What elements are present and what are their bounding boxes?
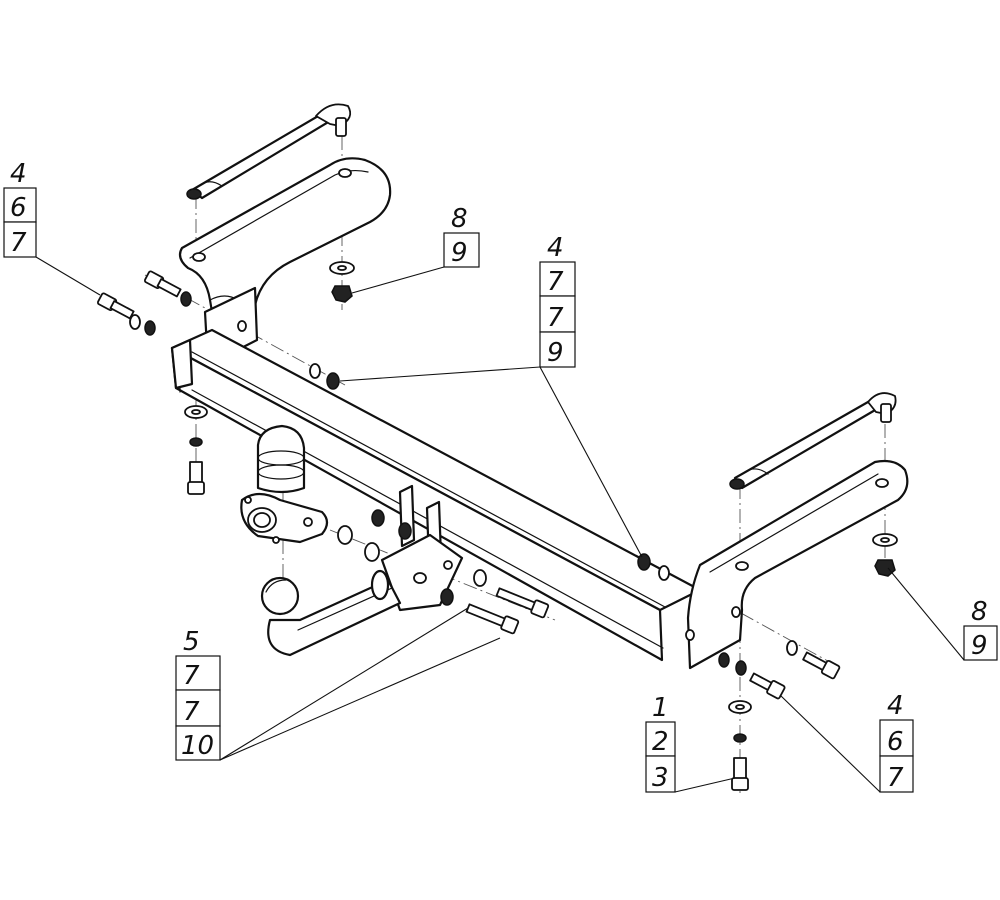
- callout-label: 7: [183, 661, 200, 691]
- callout-label: 9: [547, 338, 564, 368]
- callout-label: 8: [451, 204, 468, 234]
- callout-center-right: 4 7 7 9: [539, 233, 576, 368]
- callout-label: 7: [887, 763, 904, 793]
- callout-bottom-left: 5 7 7 10: [175, 627, 221, 761]
- callout-label: 10: [181, 731, 214, 761]
- callout-bottom-right: 4 6 7: [879, 691, 914, 793]
- left-tie-rod: [186, 103, 352, 200]
- callout-right: 8 9: [963, 597, 998, 661]
- callout-label: 1: [652, 693, 669, 723]
- callout-label: 3: [652, 763, 669, 793]
- callout-label: 7: [10, 228, 27, 258]
- callout-bottom-center: 1 2 3: [645, 693, 676, 793]
- callout-label: 6: [10, 193, 27, 223]
- callout-label: 5: [183, 627, 200, 657]
- ball-cover: [256, 424, 306, 494]
- socket-plate: [240, 492, 329, 544]
- callout-label: 9: [971, 631, 988, 661]
- callout-label: 7: [183, 697, 200, 727]
- callout-label: 7: [547, 267, 564, 297]
- hardware: [96, 261, 898, 791]
- main-crossbar: [170, 328, 702, 662]
- right-mounting-bracket: [685, 459, 909, 670]
- callout-label: 4: [10, 159, 27, 189]
- callout-label: 7: [547, 303, 564, 333]
- callout-label: 2: [652, 727, 669, 757]
- callout-label: 6: [887, 727, 904, 757]
- callout-label: 9: [451, 238, 468, 268]
- callout-label: 4: [887, 691, 904, 721]
- callout-label: 4: [547, 233, 564, 263]
- callout-upper-center: 8 9: [443, 204, 480, 268]
- tow-ball-assembly: [260, 569, 402, 657]
- left-mounting-bracket: [178, 157, 392, 367]
- leader-lines: [35, 256, 965, 793]
- right-tie-rod: [729, 392, 897, 490]
- callout-label: 8: [971, 597, 988, 627]
- callout-top-left: 4 6 7: [3, 159, 37, 258]
